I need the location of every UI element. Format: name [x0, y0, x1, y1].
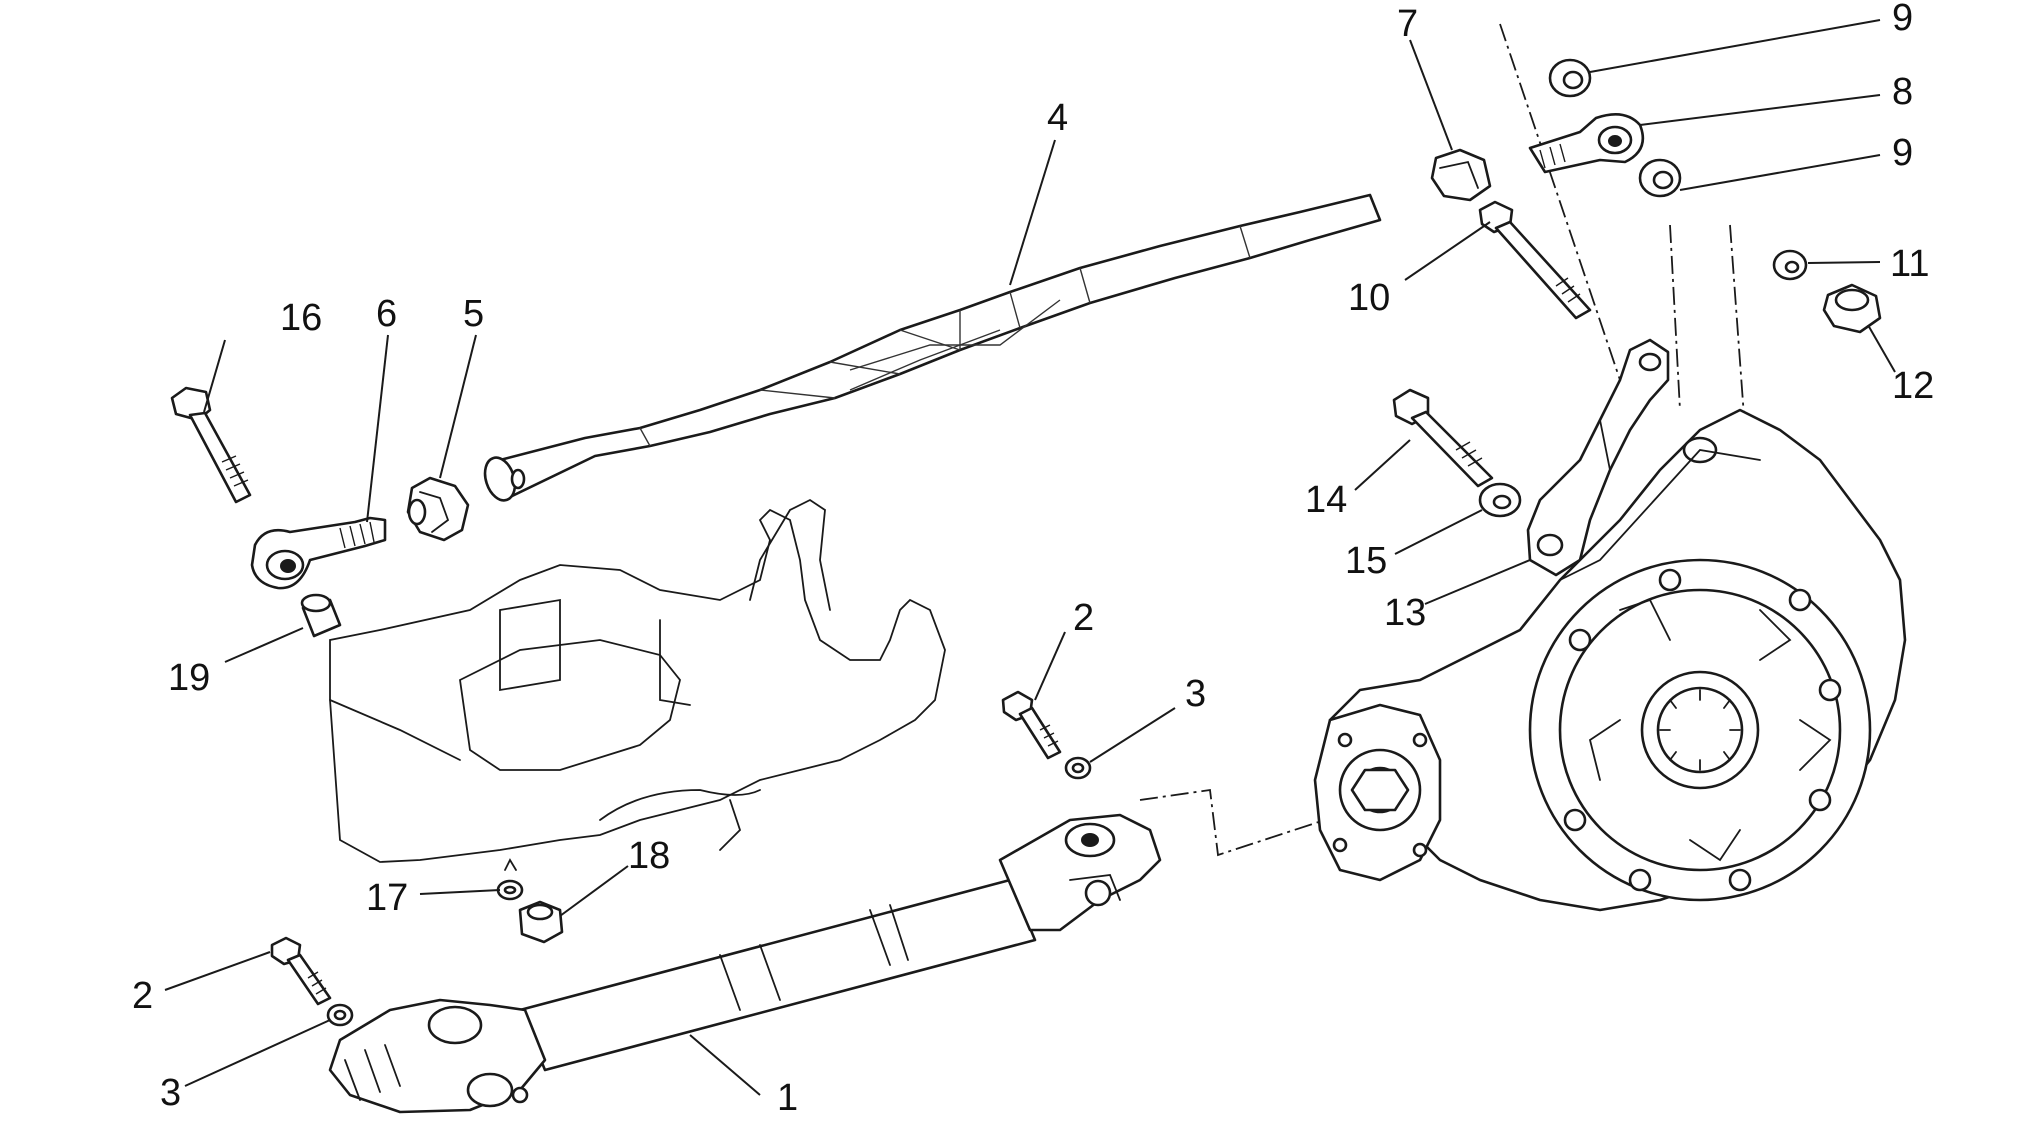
callout-6: 6	[376, 293, 397, 335]
part-10-bolt	[1478, 200, 1592, 320]
callout-9-upper: 9	[1892, 0, 1913, 39]
callout-2-lower: 2	[132, 975, 153, 1017]
callout-10: 10	[1348, 277, 1390, 319]
part-3-washer-lower	[326, 1003, 354, 1027]
part-7-nut	[1430, 148, 1492, 202]
callout-18: 18	[628, 835, 670, 877]
callout-1: 1	[777, 1077, 798, 1119]
part-9-spacer-upper	[1548, 58, 1592, 98]
part-17-washer	[496, 858, 524, 901]
leader-lines	[164, 19, 1896, 1096]
frame-bracket	[329, 498, 946, 863]
assembly-axis-lines	[1139, 23, 1746, 857]
callout-8: 8	[1892, 71, 1913, 113]
callout-3-lower: 3	[160, 1072, 181, 1114]
callout-13: 13	[1384, 592, 1426, 634]
callout-14: 14	[1305, 479, 1347, 521]
part-18-nut	[518, 900, 564, 944]
callout-5: 5	[463, 293, 484, 335]
part-2-bolt-upper	[1001, 690, 1062, 760]
callout-4: 4	[1047, 97, 1068, 139]
part-16-bolt	[170, 386, 252, 504]
part-5-nut	[406, 476, 470, 542]
callout-15: 15	[1345, 540, 1387, 582]
callout-7: 7	[1397, 3, 1418, 45]
part-9-spacer-lower	[1638, 158, 1682, 198]
callout-2-upper: 2	[1073, 597, 1094, 639]
part-15-washer	[1478, 482, 1522, 518]
callout-12: 12	[1892, 365, 1934, 407]
callout-9-lower: 9	[1892, 132, 1913, 174]
callout-3-upper: 3	[1185, 673, 1206, 715]
part-13-bracket	[1526, 338, 1670, 577]
final-drive-housing	[1313, 408, 1907, 912]
part-6-rod-end	[250, 516, 387, 590]
part-14-bolt	[1392, 388, 1494, 488]
callout-17: 17	[366, 877, 408, 919]
callout-16: 16	[280, 297, 322, 339]
part-4-reaction-rod	[483, 193, 1382, 502]
part-11-washer	[1772, 249, 1808, 281]
part-8-rod-end	[1528, 112, 1645, 174]
part-12-nut	[1822, 283, 1882, 334]
part-19-spacer	[300, 593, 342, 638]
callout-19: 19	[168, 657, 210, 699]
callout-labels: 1 2 2 3 3 4 5 6 7 8 9 9 10 11 12 13 14 1…	[132, 0, 1934, 1119]
part-3-washer-upper	[1064, 756, 1092, 780]
part-1-drive-shaft	[328, 813, 1162, 1114]
callout-11: 11	[1890, 243, 1929, 285]
part-2-bolt-lower	[270, 936, 332, 1006]
